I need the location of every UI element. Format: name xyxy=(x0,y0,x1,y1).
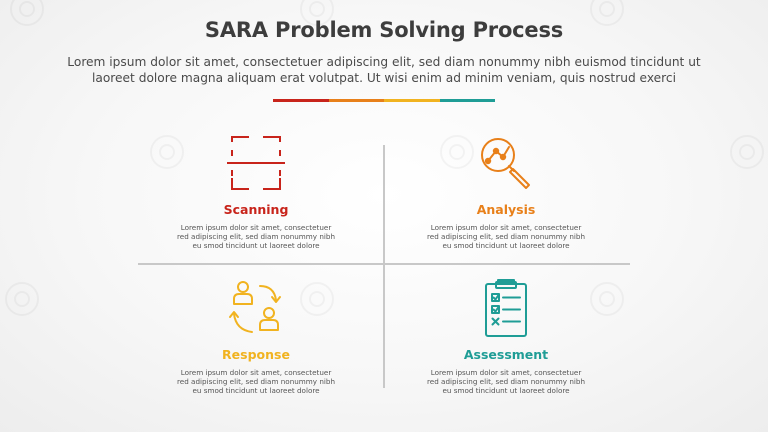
clipboard-checklist-icon xyxy=(476,278,536,338)
people-exchange-icon xyxy=(226,278,286,338)
watermark-mark xyxy=(5,282,39,316)
title-color-bar xyxy=(273,99,495,102)
quadrant-label: Analysis xyxy=(476,202,536,217)
quadrant-label: Response xyxy=(222,347,290,362)
quadrant-analysis: Analysis Lorem ipsum dolor sit amet, con… xyxy=(406,133,606,251)
watermark-mark xyxy=(590,282,624,316)
watermark-mark xyxy=(440,135,474,169)
quadrant-label: Assessment xyxy=(463,347,549,362)
quadrant-description: Lorem ipsum dolor sit amet, consectetuer… xyxy=(426,223,586,251)
watermark-mark xyxy=(300,282,334,316)
vertical-divider xyxy=(383,145,385,388)
quadrant-label: Scanning xyxy=(223,202,289,217)
watermark-mark xyxy=(730,135,764,169)
quadrant-assessment: Assessment Lorem ipsum dolor sit amet, c… xyxy=(406,278,606,396)
watermark-mark xyxy=(300,0,334,26)
color-bar-segment-analysis xyxy=(328,99,384,102)
horizontal-divider xyxy=(138,263,630,265)
quadrant-response: Response Lorem ipsum dolor sit amet, con… xyxy=(156,278,356,396)
quadrant-description: Lorem ipsum dolor sit amet, consectetuer… xyxy=(426,368,586,396)
color-bar-segment-scanning xyxy=(273,99,329,102)
page-subtitle: Lorem ipsum dolor sit amet, consectetuer… xyxy=(67,55,701,85)
watermark-mark xyxy=(150,135,184,169)
scan-frame-icon xyxy=(226,133,286,193)
watermark-mark xyxy=(590,0,624,26)
color-bar-segment-assessment xyxy=(439,99,495,102)
page-title: SARA Problem Solving Process xyxy=(204,18,564,42)
quadrant-description: Lorem ipsum dolor sit amet, consectetuer… xyxy=(176,223,336,251)
quadrant-description: Lorem ipsum dolor sit amet, consectetuer… xyxy=(176,368,336,396)
quadrant-scanning: Scanning Lorem ipsum dolor sit amet, con… xyxy=(156,133,356,251)
color-bar-segment-response xyxy=(384,99,440,102)
magnifier-analysis-icon xyxy=(476,133,536,193)
watermark-mark xyxy=(10,0,44,26)
